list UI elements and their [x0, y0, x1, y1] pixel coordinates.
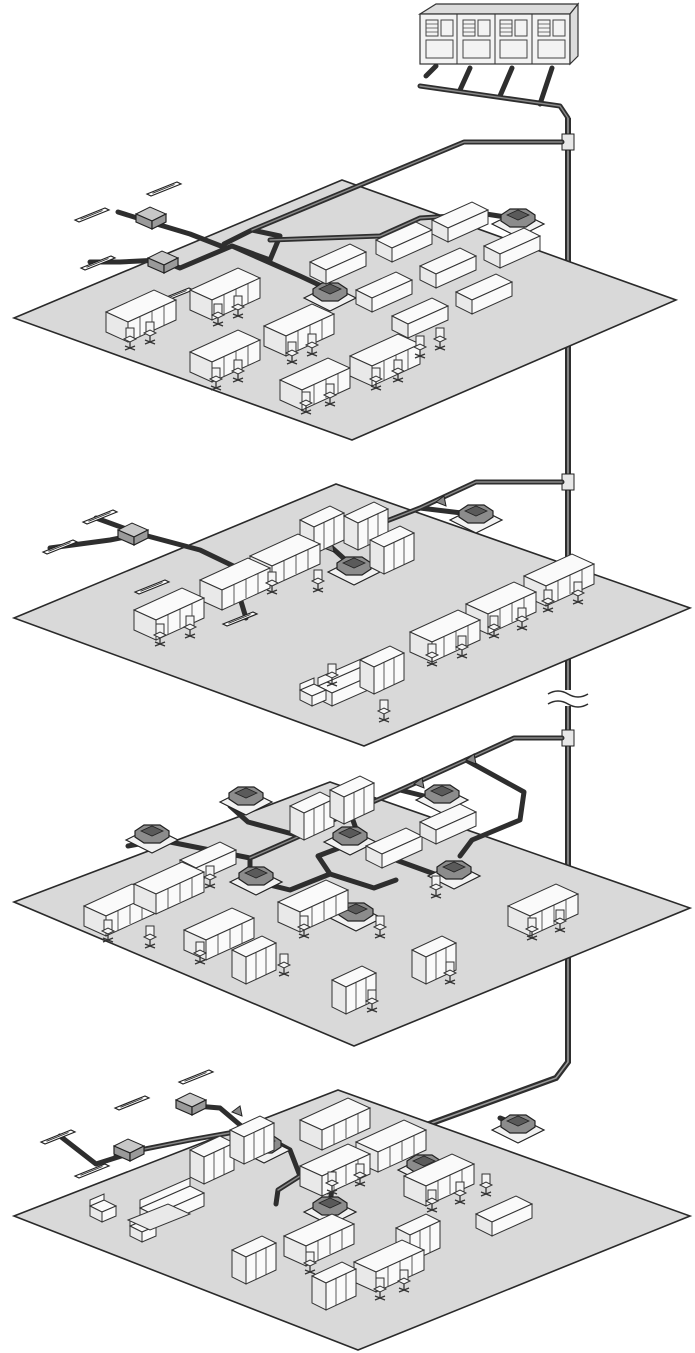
- outdoor-unit: [417, 2, 580, 121]
- linear-diffuser: [74, 207, 110, 223]
- ceiling-duct-unit: [175, 1092, 207, 1116]
- linear-diffuser: [114, 1095, 150, 1111]
- floor-slab: [11, 483, 693, 747]
- riser-break-symbol: [547, 690, 589, 708]
- floor-1: [11, 139, 679, 441]
- furniture-group: [89, 1097, 533, 1311]
- linear-diffuser: [146, 181, 182, 197]
- floor-4: [11, 1069, 693, 1351]
- floor-3: [11, 735, 693, 1047]
- linear-diffuser: [178, 1069, 214, 1085]
- outdoor-unit-module: [456, 14, 533, 64]
- outdoor-unit-grille: [425, 19, 566, 59]
- floor-2: [11, 479, 693, 747]
- linear-diffuser: [74, 1163, 110, 1179]
